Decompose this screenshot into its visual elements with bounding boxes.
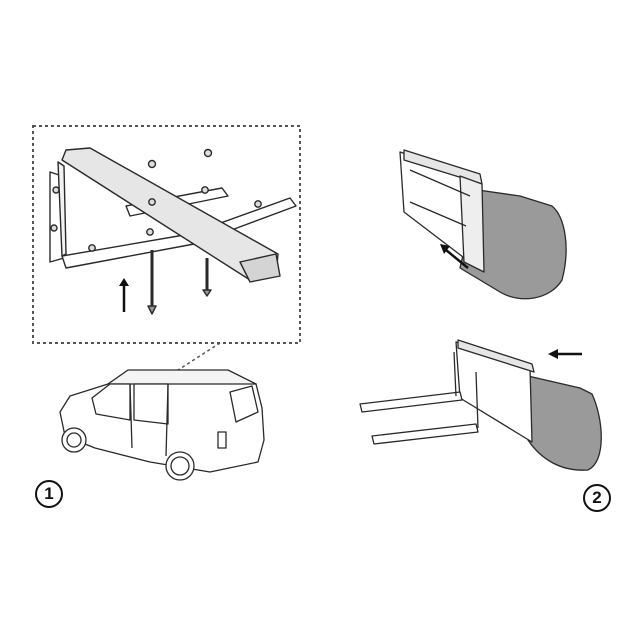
step-number-1: 1 (35, 480, 63, 508)
detail-callout-box (32, 125, 301, 344)
step-number-2: 2 (583, 484, 611, 512)
arrow-left-icon (548, 349, 582, 359)
callout-connector-line (174, 342, 221, 373)
arrow-slide-left-icon (440, 244, 469, 269)
arrow-up-icon (119, 278, 129, 312)
awning-slide-illustration (399, 149, 567, 300)
awning-mounted-illustration (359, 339, 602, 471)
suv-car-illustration (59, 369, 265, 481)
bracket-detail-illustration (49, 147, 297, 315)
